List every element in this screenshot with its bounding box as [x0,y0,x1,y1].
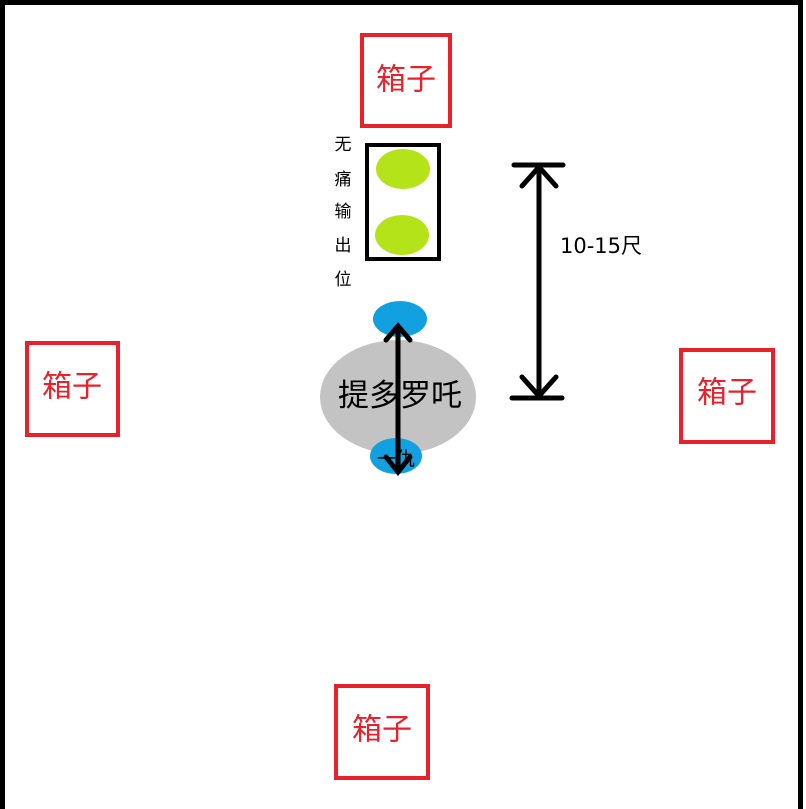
box-right: 箱子 [679,348,775,444]
box-top-label: 箱子 [376,63,436,98]
label-char: 输 [335,202,352,222]
box-bottom-label: 箱子 [352,713,412,748]
label-char: 无 [335,135,352,155]
box-left: 箱子 [25,341,120,437]
boss-facing-arrow [383,322,413,477]
distance-label: 10-15尺 [560,234,642,258]
tank-marker-top [373,301,427,337]
label-char: 出 [335,236,352,256]
box-right-label: 箱子 [697,376,757,411]
label-char: 痛 [335,170,352,190]
box-left-label: 箱子 [42,370,102,405]
box-bottom: 箱子 [334,684,430,780]
painless-position-label: 无 痛 输 出 位 [335,135,352,290]
player-marker [376,149,430,189]
box-top: 箱子 [360,33,452,128]
painless-position [365,143,441,261]
distance-arrow [509,162,566,401]
player-marker [375,215,429,255]
painless-position-frame [365,143,441,261]
label-char: 位 [335,270,352,290]
